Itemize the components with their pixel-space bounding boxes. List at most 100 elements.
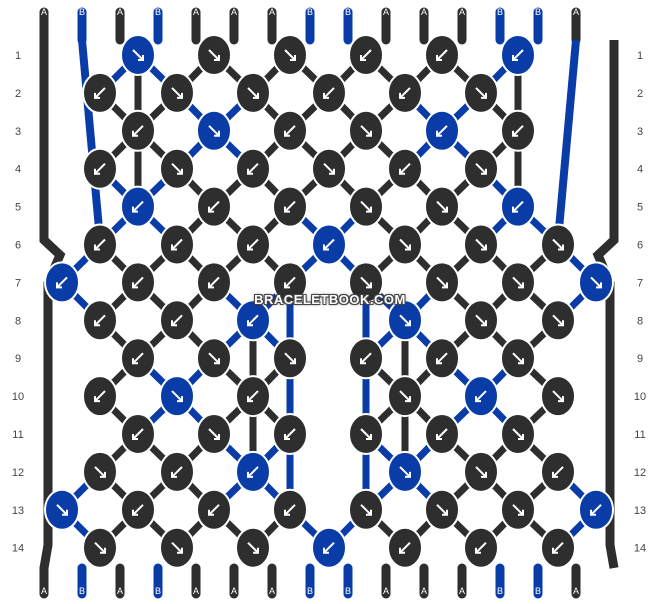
knot: [348, 109, 384, 152]
row-label-right: 2: [637, 88, 643, 100]
knot-grid: [44, 34, 614, 569]
knot: [500, 413, 536, 455]
knot: [82, 375, 118, 418]
knot: [235, 223, 271, 266]
knot: [196, 185, 232, 228]
row-label-right: 14: [634, 543, 646, 555]
knot: [120, 109, 156, 152]
knot: [272, 488, 308, 531]
knot: [159, 223, 195, 266]
row-label-left: 10: [12, 391, 24, 403]
knot: [540, 299, 576, 342]
bottom-string-label: A: [231, 586, 237, 596]
knot: [500, 185, 536, 228]
knot: [82, 71, 118, 114]
knot: [235, 450, 271, 493]
top-string-label: A: [231, 7, 237, 17]
knot: [44, 261, 80, 304]
row-label-left: 1: [15, 50, 21, 62]
knot: [82, 223, 118, 266]
knot: [82, 147, 118, 190]
row-label-right: 9: [637, 353, 643, 365]
knot: [387, 375, 423, 418]
row-label-left: 14: [12, 543, 24, 555]
top-string-label: A: [421, 7, 427, 17]
bottom-string-label: B: [307, 586, 313, 596]
row-label-left: 7: [15, 277, 21, 289]
knot: [348, 261, 384, 304]
knot: [387, 450, 423, 493]
bottom-string-label: A: [193, 586, 199, 596]
knot: [463, 147, 499, 190]
knot: [540, 526, 576, 569]
knot: [272, 185, 308, 228]
knot: [424, 34, 460, 76]
row-label-right: 10: [634, 391, 646, 403]
bottom-string-label: A: [421, 586, 427, 596]
knot: [235, 526, 271, 569]
knot: [424, 337, 460, 380]
bottom-string-label: B: [345, 586, 351, 596]
knot: [348, 413, 384, 455]
knot: [120, 337, 156, 380]
knot: [159, 71, 195, 114]
knot: [272, 109, 308, 152]
knot: [311, 71, 347, 114]
top-string-label: B: [307, 7, 313, 17]
bottom-string-label: A: [41, 586, 47, 596]
knot: [159, 526, 195, 569]
top-string-label: B: [497, 7, 503, 17]
top-string-label: A: [117, 7, 123, 17]
bottom-string-label: B: [155, 586, 161, 596]
row-label-left: 8: [15, 315, 21, 327]
bottom-string-label: B: [79, 586, 85, 596]
knot: [500, 34, 536, 76]
knot: [424, 109, 460, 152]
knot: [120, 488, 156, 531]
knot: [463, 450, 499, 493]
bottom-string-label: A: [117, 586, 123, 596]
knot: [159, 375, 195, 418]
row-label-left: 12: [12, 467, 24, 479]
row-label-left: 6: [15, 240, 21, 252]
knot: [500, 488, 536, 531]
knot: [311, 223, 347, 266]
knot: [578, 488, 614, 531]
knot: [424, 488, 460, 531]
row-label-right: 12: [634, 467, 646, 479]
knot: [44, 488, 80, 531]
knot: [348, 185, 384, 228]
top-string-label: A: [383, 7, 389, 17]
top-string-label: B: [345, 7, 351, 17]
knot: [196, 109, 232, 152]
knot: [463, 71, 499, 114]
row-label-left: 5: [15, 202, 21, 214]
row-label-left: 11: [12, 429, 23, 441]
knot: [387, 147, 423, 190]
knot: [463, 375, 499, 418]
top-string-label: A: [459, 7, 465, 17]
knot: [235, 375, 271, 418]
knot: [82, 299, 118, 342]
knot: [82, 450, 118, 493]
knot: [120, 185, 156, 228]
knot: [196, 34, 232, 76]
top-string-label: B: [535, 7, 541, 17]
knot: [235, 147, 271, 190]
knot: [159, 299, 195, 342]
knot: [159, 450, 195, 493]
row-label-left: 4: [15, 164, 21, 176]
knot: [348, 337, 384, 380]
bottom-string-label: B: [497, 586, 503, 596]
top-string-label: A: [269, 7, 275, 17]
knot: [272, 34, 308, 76]
knot: [424, 185, 460, 228]
knot: [540, 375, 576, 418]
knot: [348, 34, 384, 76]
row-label-right: 6: [637, 240, 643, 252]
knot: [500, 261, 536, 304]
knot: [196, 413, 232, 455]
bottom-string-label: B: [535, 586, 541, 596]
